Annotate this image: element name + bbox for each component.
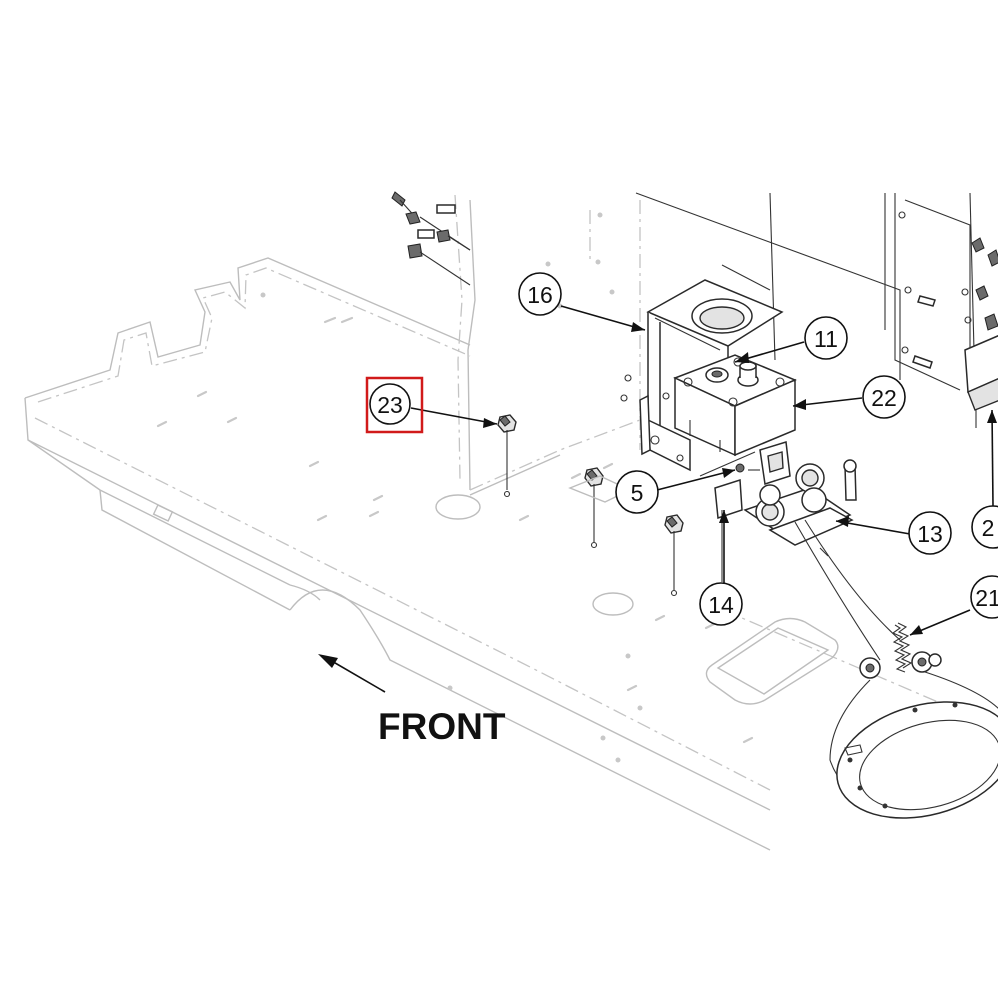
callout-13-label: 13 xyxy=(917,521,943,547)
gear-box xyxy=(620,354,797,457)
callout-23-label: 23 xyxy=(377,392,403,418)
clip-fasteners xyxy=(497,414,684,597)
callout-16-label: 16 xyxy=(527,282,553,308)
frame-outline xyxy=(24,194,981,851)
callout-21-label: 21 xyxy=(975,585,1000,611)
callout-11: 11 xyxy=(804,316,848,360)
callout-2-label: 2 xyxy=(982,515,995,541)
callout-14: 14 xyxy=(699,582,743,626)
spring xyxy=(891,622,913,673)
callout-14-label: 14 xyxy=(708,592,734,618)
callout-5: 5 xyxy=(615,470,659,514)
callout-5-label: 5 xyxy=(631,480,644,506)
callout-11-label: 11 xyxy=(814,326,838,352)
front-label: FRONT xyxy=(378,706,506,747)
callout-21: 21 xyxy=(970,575,1000,619)
mounting-bracket xyxy=(646,264,784,472)
callout-16: 16 xyxy=(518,272,562,316)
belt-and-pulleys xyxy=(829,651,1000,819)
pulley-assembly xyxy=(699,441,901,661)
callout-22-label: 22 xyxy=(871,385,897,411)
front-arrow xyxy=(318,654,386,693)
callout-23: 23 xyxy=(369,383,411,425)
bolt-set xyxy=(391,191,471,286)
callout-2: 2 xyxy=(971,505,1000,549)
callout-13: 13 xyxy=(908,511,952,555)
callout-22: 22 xyxy=(862,375,906,419)
leader-lines xyxy=(410,305,997,636)
callout-23-highlight-box xyxy=(365,376,424,434)
tower-plates xyxy=(635,192,1000,428)
